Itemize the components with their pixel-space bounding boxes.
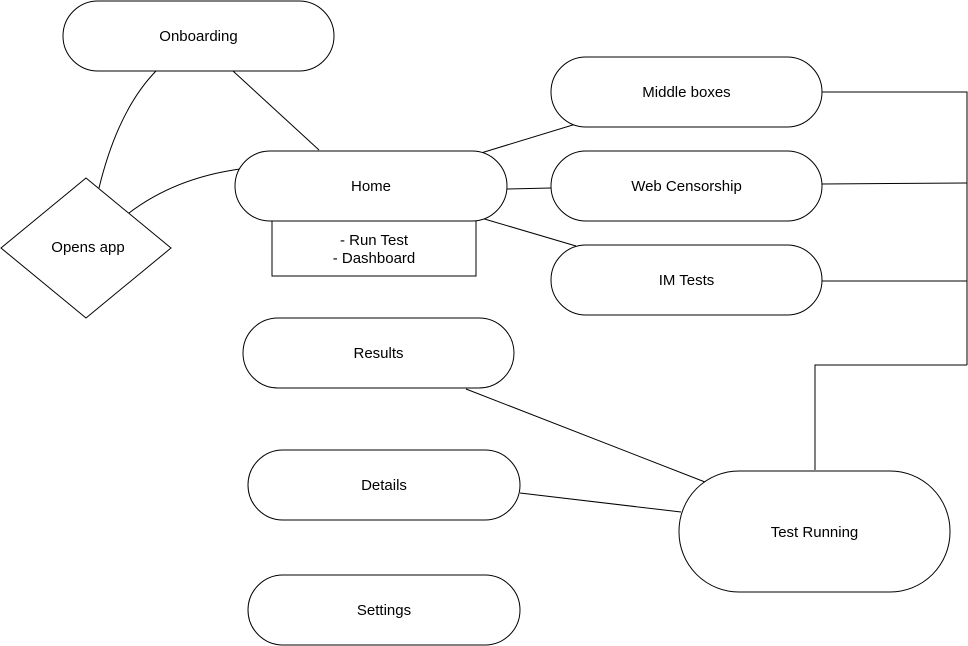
edges (98, 70, 968, 513)
node-web-censorship-label: Web Censorship (631, 178, 742, 195)
node-web-censorship: Web Censorship (550, 150, 823, 222)
node-onboarding: Onboarding (62, 0, 335, 72)
node-home: Home (234, 150, 508, 222)
edge-web-censorship-to-bus (821, 182, 968, 185)
edge-home-to-middle-boxes (480, 123, 577, 154)
node-im-tests-label: IM Tests (659, 272, 715, 289)
node-im-tests: IM Tests (550, 244, 823, 316)
node-middle-boxes-label: Middle boxes (642, 84, 730, 101)
edge-details-to-test-running (519, 492, 682, 513)
edge-bus-to-test-running (814, 364, 967, 470)
node-onboarding-label: Onboarding (159, 28, 237, 45)
home-menu-item-dashboard: - Dashboard (333, 250, 416, 267)
edge-middle-boxes-to-bus (822, 91, 968, 365)
node-test-running: Test Running (678, 470, 951, 593)
node-home-label: Home (351, 178, 391, 195)
edge-home-to-im-tests (480, 217, 577, 247)
node-results-label: Results (353, 345, 403, 362)
edge-opens-app-to-home (128, 168, 241, 214)
node-results: Results (242, 317, 515, 389)
node-settings-label: Settings (357, 602, 411, 619)
node-opens-app: Opens app (0, 177, 172, 319)
edge-onboarding-to-home (232, 70, 320, 151)
node-home-menu: - Run Test - Dashboard (271, 215, 477, 277)
edge-opens-app-to-onboarding (98, 70, 157, 189)
node-test-running-label: Test Running (771, 524, 859, 541)
node-settings: Settings (247, 574, 521, 646)
node-details: Details (247, 449, 521, 521)
node-details-label: Details (361, 477, 407, 494)
home-menu-item-run-test: - Run Test (340, 232, 409, 249)
edge-results-to-test-running (465, 388, 706, 483)
node-middle-boxes: Middle boxes (550, 56, 823, 128)
edge-home-to-web-censorship (506, 187, 552, 190)
node-opens-app-label: Opens app (51, 239, 124, 256)
